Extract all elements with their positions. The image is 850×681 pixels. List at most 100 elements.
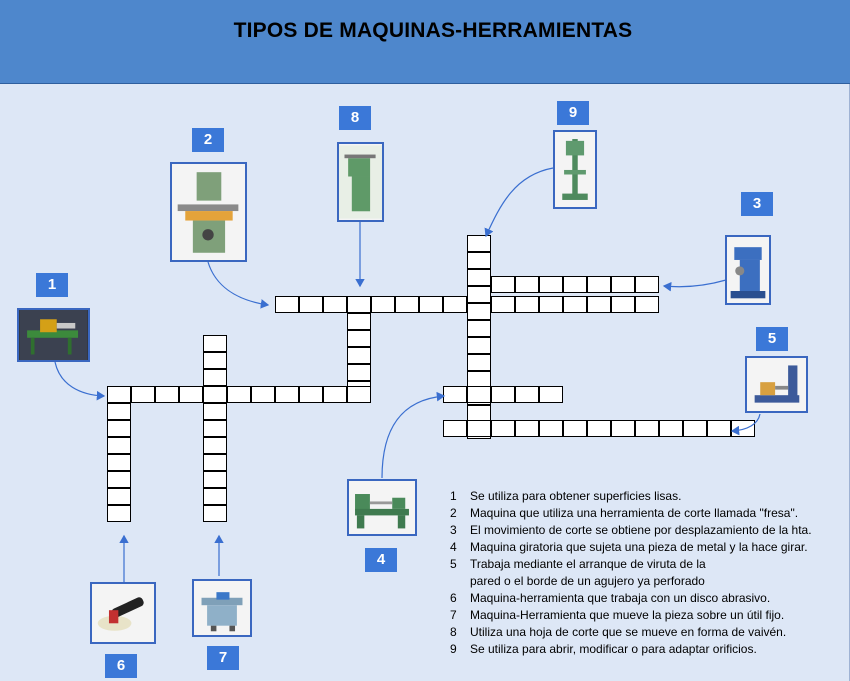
crossword-cell[interactable] xyxy=(443,420,467,437)
crossword-cell[interactable] xyxy=(419,296,443,313)
crossword-cell[interactable] xyxy=(179,386,203,403)
crossword-cell[interactable] xyxy=(635,276,659,293)
crossword-cell[interactable] xyxy=(467,420,491,437)
crossword-cell[interactable] xyxy=(131,386,155,403)
crossword-cell[interactable] xyxy=(107,505,131,522)
boring-machine-icon xyxy=(745,356,808,413)
clue-text: Utiliza una hoja de corte que se mueve e… xyxy=(470,625,787,639)
angle-grinder-icon xyxy=(90,582,156,644)
crossword-cell[interactable] xyxy=(107,454,131,471)
crossword-cell[interactable] xyxy=(467,354,491,371)
crossword-cell[interactable] xyxy=(371,296,395,313)
clue-text: Maquina-herramienta que trabaja con un d… xyxy=(470,591,771,605)
badge-5: 5 xyxy=(756,327,788,351)
crossword-cell[interactable] xyxy=(347,347,371,364)
crossword-cell[interactable] xyxy=(635,296,659,313)
crossword-cell[interactable] xyxy=(587,276,611,293)
crossword-cell[interactable] xyxy=(635,420,659,437)
crossword-cell[interactable] xyxy=(203,420,227,437)
crossword-cell[interactable] xyxy=(443,296,467,313)
crossword-cell[interactable] xyxy=(203,403,227,420)
clue-number: 5 xyxy=(450,557,457,571)
crossword-cell[interactable] xyxy=(587,420,611,437)
clue-number: 4 xyxy=(450,540,457,554)
crossword-cell[interactable] xyxy=(347,296,371,313)
crossword-cell[interactable] xyxy=(347,386,371,403)
crossword-cell[interactable] xyxy=(203,505,227,522)
crossword-cell[interactable] xyxy=(611,296,635,313)
band-saw-icon xyxy=(17,308,90,362)
crossword-cell[interactable] xyxy=(467,320,491,337)
crossword-cell[interactable] xyxy=(467,303,491,320)
crossword-cell[interactable] xyxy=(515,276,539,293)
crossword-cell[interactable] xyxy=(323,296,347,313)
crossword-cell[interactable] xyxy=(227,386,251,403)
crossword-cell[interactable] xyxy=(203,352,227,369)
crossword-cell[interactable] xyxy=(347,313,371,330)
crossword-cell[interactable] xyxy=(515,420,539,437)
clue-number: 6 xyxy=(450,591,457,605)
crossword-cell[interactable] xyxy=(539,276,563,293)
crossword-cell[interactable] xyxy=(467,252,491,269)
crossword-cell[interactable] xyxy=(491,276,515,293)
crossword-cell[interactable] xyxy=(107,471,131,488)
crossword-cell[interactable] xyxy=(203,471,227,488)
crossword-cell[interactable] xyxy=(467,269,491,286)
crossword-cell[interactable] xyxy=(107,437,131,454)
crossword-cell[interactable] xyxy=(563,276,587,293)
crossword-cell[interactable] xyxy=(107,488,131,505)
crossword-cell[interactable] xyxy=(203,386,227,403)
crossword-cell[interactable] xyxy=(515,386,539,403)
crossword-cell[interactable] xyxy=(275,386,299,403)
page-title: TIPOS DE MAQUINAS-HERRAMIENTAS xyxy=(233,19,633,42)
badge-7: 7 xyxy=(207,646,239,670)
badge-1: 1 xyxy=(36,273,68,297)
crossword-cell[interactable] xyxy=(443,386,467,403)
crossword-cell[interactable] xyxy=(467,286,491,303)
crossword-cell[interactable] xyxy=(563,420,587,437)
crossword-cell[interactable] xyxy=(611,420,635,437)
lathe-icon xyxy=(347,479,417,536)
crossword-cell[interactable] xyxy=(395,296,419,313)
clue-text: Se utiliza para abrir, modificar o para … xyxy=(470,642,757,656)
crossword-cell[interactable] xyxy=(467,337,491,354)
crossword-cell[interactable] xyxy=(587,296,611,313)
crossword-cell[interactable] xyxy=(611,276,635,293)
crossword-cell[interactable] xyxy=(347,364,371,381)
crossword-cell[interactable] xyxy=(491,420,515,437)
crossword-cell[interactable] xyxy=(203,488,227,505)
crossword-cell[interactable] xyxy=(203,335,227,352)
crossword-cell[interactable] xyxy=(203,437,227,454)
clue-number: 2 xyxy=(450,506,457,520)
crossword-cell[interactable] xyxy=(539,420,563,437)
crossword-cell[interactable] xyxy=(731,420,755,437)
crossword-cell[interactable] xyxy=(539,296,563,313)
crossword-cell[interactable] xyxy=(275,296,299,313)
crossword-cell[interactable] xyxy=(707,420,731,437)
clue-text: pared o el borde de un agujero ya perfor… xyxy=(470,574,705,588)
crossword-cell[interactable] xyxy=(107,420,131,437)
crossword-cell[interactable] xyxy=(299,296,323,313)
crossword-cell[interactable] xyxy=(467,386,491,403)
crossword-cell[interactable] xyxy=(203,369,227,386)
crossword-cell[interactable] xyxy=(539,386,563,403)
crossword-cell[interactable] xyxy=(683,420,707,437)
crossword-cell[interactable] xyxy=(323,386,347,403)
crossword-cell[interactable] xyxy=(299,386,323,403)
crossword-cell[interactable] xyxy=(203,454,227,471)
crossword-cell[interactable] xyxy=(347,330,371,347)
crossword-cell[interactable] xyxy=(107,403,131,420)
crossword-cell[interactable] xyxy=(659,420,683,437)
drill-press-icon xyxy=(553,130,597,209)
crossword-cell[interactable] xyxy=(491,386,515,403)
crossword-cell[interactable] xyxy=(491,296,515,313)
crossword-cell[interactable] xyxy=(107,386,131,403)
planer-icon xyxy=(192,579,252,637)
crossword-cell[interactable] xyxy=(155,386,179,403)
crossword-cell[interactable] xyxy=(563,296,587,313)
crossword-cell[interactable] xyxy=(515,296,539,313)
crossword-cell[interactable] xyxy=(467,235,491,252)
crossword-cell[interactable] xyxy=(251,386,275,403)
